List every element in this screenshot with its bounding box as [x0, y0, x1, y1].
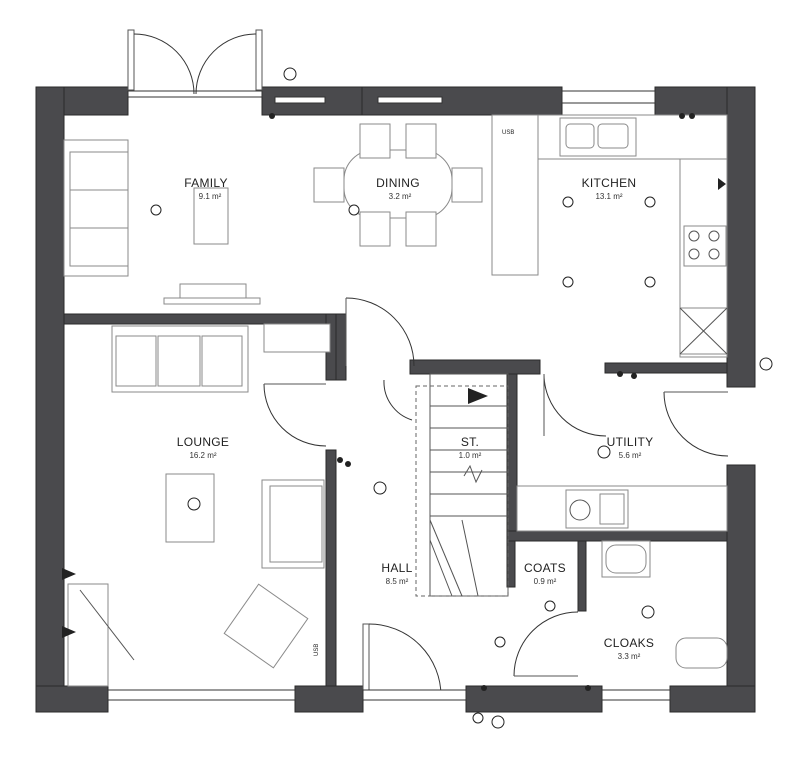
cloaks-fixtures: [601, 540, 728, 669]
french-doors[interactable]: [127, 29, 263, 95]
interior-walls: [63, 313, 728, 687]
family-name: FAMILY: [184, 176, 228, 190]
kitchen-name: KITCHEN: [582, 176, 637, 190]
kitchen-area: 13.1 m²: [595, 192, 622, 201]
front-door[interactable]: [362, 623, 467, 701]
hall-name: HALL: [381, 561, 412, 575]
sockets: [62, 113, 726, 691]
cloaks-area: 3.3 m²: [618, 652, 641, 661]
utility-name: UTILITY: [607, 435, 654, 449]
room-labels: FAMILY 9.1 m² DINING 3.2 m² KITCHEN 13.1…: [177, 176, 654, 661]
dining-name: DINING: [376, 176, 420, 190]
windows: [107, 90, 671, 701]
coats-area: 0.9 m²: [534, 577, 557, 586]
lounge-usb-label: USB: [314, 644, 320, 656]
exterior-walls: [35, 86, 756, 713]
family-furniture: [63, 139, 261, 305]
hall-area: 8.5 m²: [386, 577, 409, 586]
utility-area: 5.6 m²: [619, 451, 642, 460]
ceiling-lights: [150, 67, 773, 729]
kitchen-units: [491, 114, 728, 358]
cloaks-name: CLOAKS: [604, 636, 655, 650]
dining-table: [313, 123, 483, 247]
staircase: [415, 373, 509, 597]
lounge-name: LOUNGE: [177, 435, 229, 449]
lounge-area: 16.2 m²: [189, 451, 216, 460]
coats-name: COATS: [524, 561, 566, 575]
utility-units: [516, 485, 728, 532]
dining-area: 3.2 m²: [389, 192, 412, 201]
kitchen-usb-label: USB: [502, 130, 514, 136]
internal-doors[interactable]: [263, 297, 729, 677]
st-area: 1.0 m²: [459, 451, 482, 460]
st-name: ST.: [461, 435, 479, 449]
family-area: 9.1 m²: [199, 192, 222, 201]
lounge-furniture: [67, 323, 331, 687]
